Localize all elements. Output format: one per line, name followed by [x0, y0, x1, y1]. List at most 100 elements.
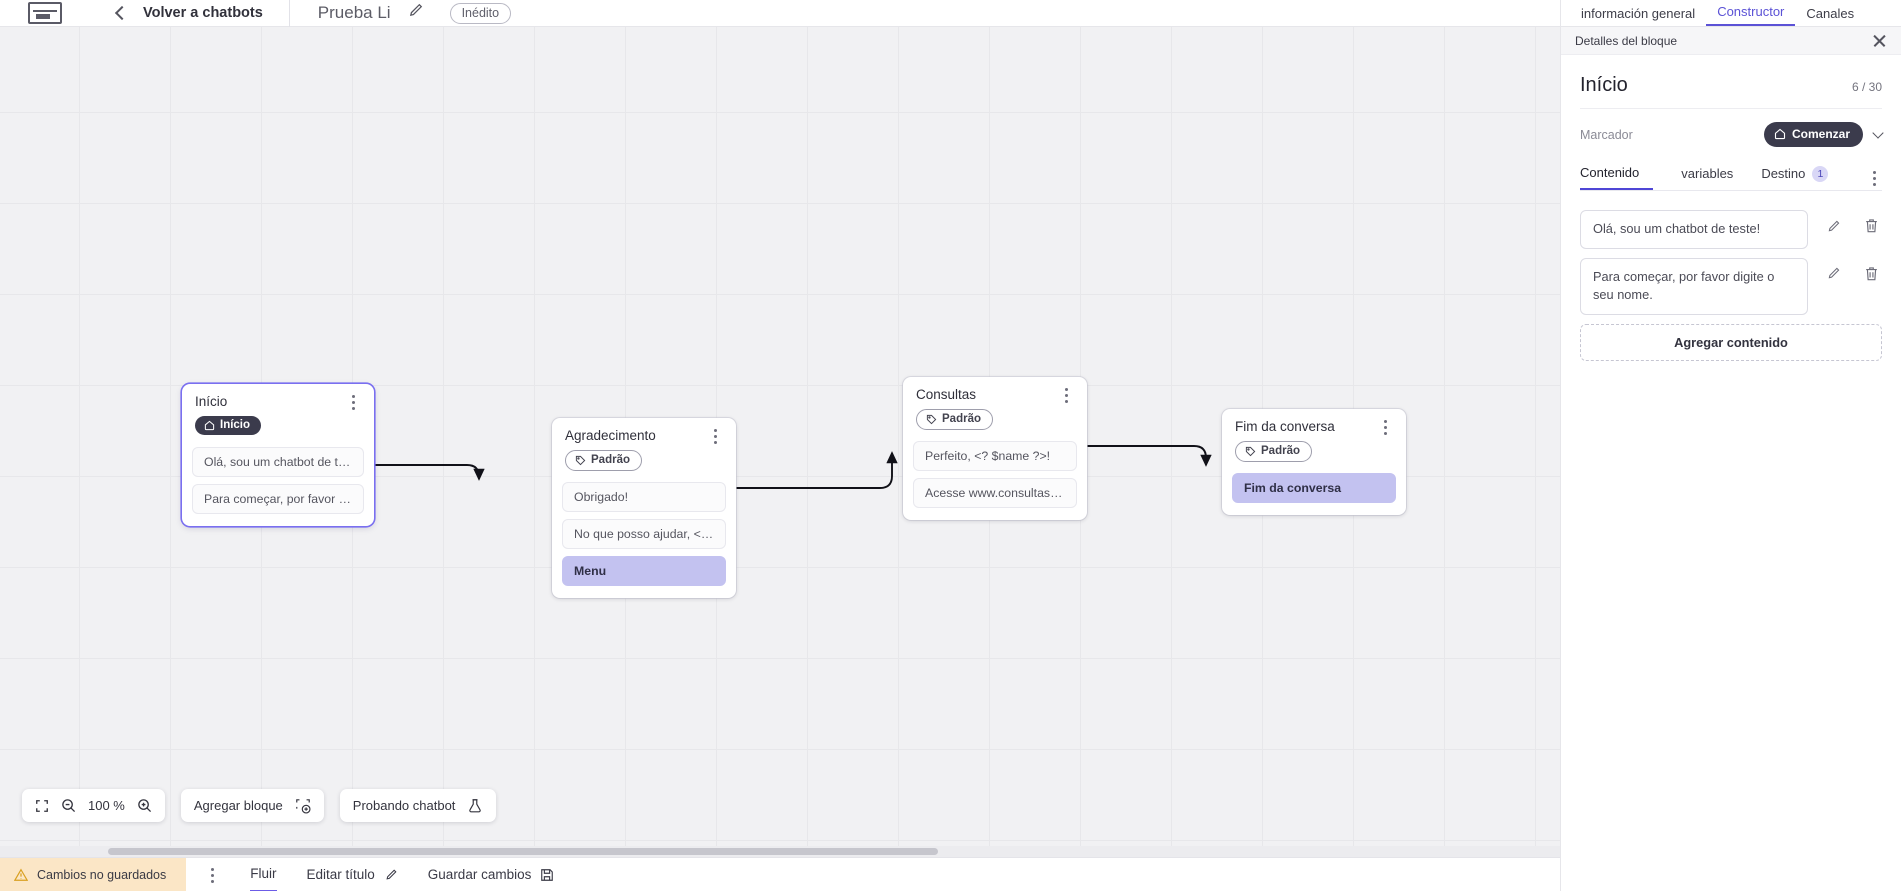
- save-changes-button[interactable]: Guardar cambios: [428, 858, 555, 891]
- pencil-icon: [386, 868, 397, 880]
- node-message[interactable]: Acesse www.consultas.com par...: [913, 478, 1077, 508]
- node-chip-start: Início: [195, 416, 262, 435]
- edit-title-button[interactable]: Editar título: [307, 858, 398, 891]
- canvas-toolbar: 100 % Agregar bloque Pro: [22, 789, 497, 822]
- panel-tabs: información general Constructor Canales: [1561, 0, 1901, 27]
- test-chatbot-label: Probando chatbot: [352, 798, 456, 813]
- tab-constructor[interactable]: Constructor: [1706, 4, 1796, 26]
- node-chip-row: Início: [182, 410, 374, 447]
- node-chip-row: Padrão: [903, 403, 1087, 441]
- content-item-text[interactable]: Para começar, por favor digite o seu nom…: [1580, 257, 1808, 315]
- tag-icon: [1245, 446, 1256, 456]
- node-chip-label: Início: [220, 419, 251, 431]
- marker-pill[interactable]: Comenzar: [1763, 122, 1863, 147]
- flow-node-consultas[interactable]: Consultas Padrão Perfeito, <? $name ?>! …: [903, 377, 1087, 520]
- node-chip-row: Padrão: [1222, 435, 1406, 473]
- zoom-out-icon[interactable]: [61, 798, 76, 813]
- back-to-chatbots-link[interactable]: Volver a chatbots: [143, 5, 263, 21]
- pencil-icon[interactable]: [1826, 219, 1841, 234]
- tab-fluir[interactable]: Fluir: [250, 858, 277, 891]
- node-message-accent[interactable]: Fim da conversa: [1232, 473, 1396, 503]
- node-header: Agradecimento: [552, 418, 736, 444]
- zoom-controls: 100 %: [22, 789, 165, 822]
- content-item-actions: [1808, 210, 1882, 234]
- block-details-panel: información general Constructor Canales …: [1560, 0, 1901, 891]
- add-content-button[interactable]: Agregar contenido: [1580, 323, 1882, 361]
- node-message-accent[interactable]: Menu: [562, 556, 726, 586]
- node-messages: Perfeito, <? $name ?>! Acesse www.consul…: [903, 441, 1087, 520]
- flow-node-fim-da-conversa[interactable]: Fim da conversa Padrão Fim da conversa: [1222, 409, 1406, 515]
- destino-count-badge: 1: [1812, 165, 1829, 182]
- node-messages: Fim da conversa: [1222, 473, 1406, 515]
- subtab-destino[interactable]: Destino 1: [1747, 165, 1842, 190]
- subtab-menu-button[interactable]: [1868, 170, 1882, 186]
- zoom-level-label: 100 %: [88, 798, 125, 813]
- chevron-left-icon[interactable]: [114, 5, 130, 21]
- canvas-horizontal-scrollbar[interactable]: [0, 846, 1560, 857]
- node-menu-button[interactable]: [709, 428, 723, 444]
- bottom-bar: Cambios no guardados Fluir Editar título…: [0, 857, 1560, 891]
- fit-screen-icon[interactable]: [35, 799, 49, 813]
- content-item-text[interactable]: Olá, sou um chatbot de teste!: [1580, 210, 1808, 249]
- flow-edges: [373, 445, 1212, 489]
- node-message[interactable]: Para começar, por favor digite o ...: [192, 483, 364, 514]
- subtab-contenido[interactable]: Contenido: [1580, 165, 1654, 190]
- tab-canales[interactable]: Canales: [1806, 6, 1855, 21]
- tab-informacion-general[interactable]: información general: [1581, 6, 1696, 21]
- test-chatbot-button[interactable]: Probando chatbot: [339, 789, 497, 822]
- unsaved-changes-badge: Cambios no guardados: [0, 857, 187, 891]
- node-message[interactable]: Olá, sou um chatbot de teste!: [192, 446, 364, 477]
- marker-row: Marcador Comenzar: [1561, 109, 1901, 147]
- node-header: Consultas: [903, 377, 1087, 403]
- trash-icon[interactable]: [1864, 218, 1879, 234]
- via-logo-icon: [28, 2, 62, 24]
- block-title: Início: [1580, 74, 1628, 96]
- node-menu-button[interactable]: [347, 394, 361, 410]
- tag-icon: [575, 455, 586, 465]
- zoom-in-icon[interactable]: [137, 798, 152, 813]
- node-message[interactable]: No que posso ajudar, <? $name ...: [562, 519, 726, 549]
- unsaved-changes-label: Cambios no guardados: [37, 867, 167, 882]
- tag-icon: [926, 414, 937, 424]
- add-block-button[interactable]: Agregar bloque: [180, 789, 324, 822]
- pencil-icon[interactable]: [407, 2, 424, 24]
- node-messages: Olá, sou um chatbot de teste! Para começ…: [182, 446, 374, 526]
- node-menu-button[interactable]: [1379, 419, 1393, 435]
- flow-node-inicio[interactable]: Início Início Olá, sou um chatbot de tes…: [182, 384, 374, 526]
- node-chip-default: Padrão: [916, 409, 993, 430]
- node-menu-button[interactable]: [1060, 387, 1074, 403]
- save-disk-icon: [541, 868, 554, 881]
- node-chip-label: Padrão: [1261, 445, 1300, 457]
- close-icon[interactable]: [1872, 33, 1887, 48]
- node-chip-default: Padrão: [565, 450, 642, 471]
- pencil-icon[interactable]: [1826, 266, 1841, 281]
- flow-canvas[interactable]: Início Início Olá, sou um chatbot de tes…: [0, 27, 1560, 857]
- node-title: Fim da conversa: [1235, 419, 1335, 434]
- add-block-icon: [295, 798, 311, 814]
- bottom-menu-button[interactable]: [206, 867, 220, 883]
- node-message[interactable]: Perfeito, <? $name ?>!: [913, 441, 1077, 471]
- top-divider: [288, 0, 290, 27]
- node-chip-label: Padrão: [591, 454, 630, 466]
- node-header: Início: [182, 384, 374, 410]
- node-messages: Obrigado! No que posso ajudar, <? $name …: [552, 482, 736, 598]
- node-title: Agradecimento: [565, 428, 656, 443]
- node-chip-row: Padrão: [552, 444, 736, 482]
- subtab-variables-label: variables: [1681, 166, 1734, 181]
- content-item-actions: [1808, 258, 1882, 282]
- trash-icon[interactable]: [1864, 266, 1879, 282]
- subtab-contenido-label: Contenido: [1580, 165, 1640, 180]
- top-bar: Volver a chatbots Prueba Li Inédito: [0, 0, 1560, 27]
- chevron-down-icon[interactable]: [1872, 126, 1884, 139]
- scrollbar-thumb[interactable]: [108, 848, 938, 855]
- panel-header-label: Detalles del bloque: [1575, 33, 1678, 48]
- edit-title-label: Editar título: [306, 867, 375, 882]
- panel-header: Detalles del bloque: [1561, 27, 1901, 55]
- panel-subtabs: Contenido variables Destino 1: [1580, 165, 1882, 191]
- flow-node-agradecimento[interactable]: Agradecimento Padrão Obrigado! No que po…: [552, 418, 736, 598]
- node-message[interactable]: Obrigado!: [562, 482, 726, 512]
- subtab-variables[interactable]: variables: [1667, 166, 1747, 189]
- node-header: Fim da conversa: [1222, 409, 1406, 435]
- panel-title-row: Início 6 / 30: [1580, 55, 1882, 109]
